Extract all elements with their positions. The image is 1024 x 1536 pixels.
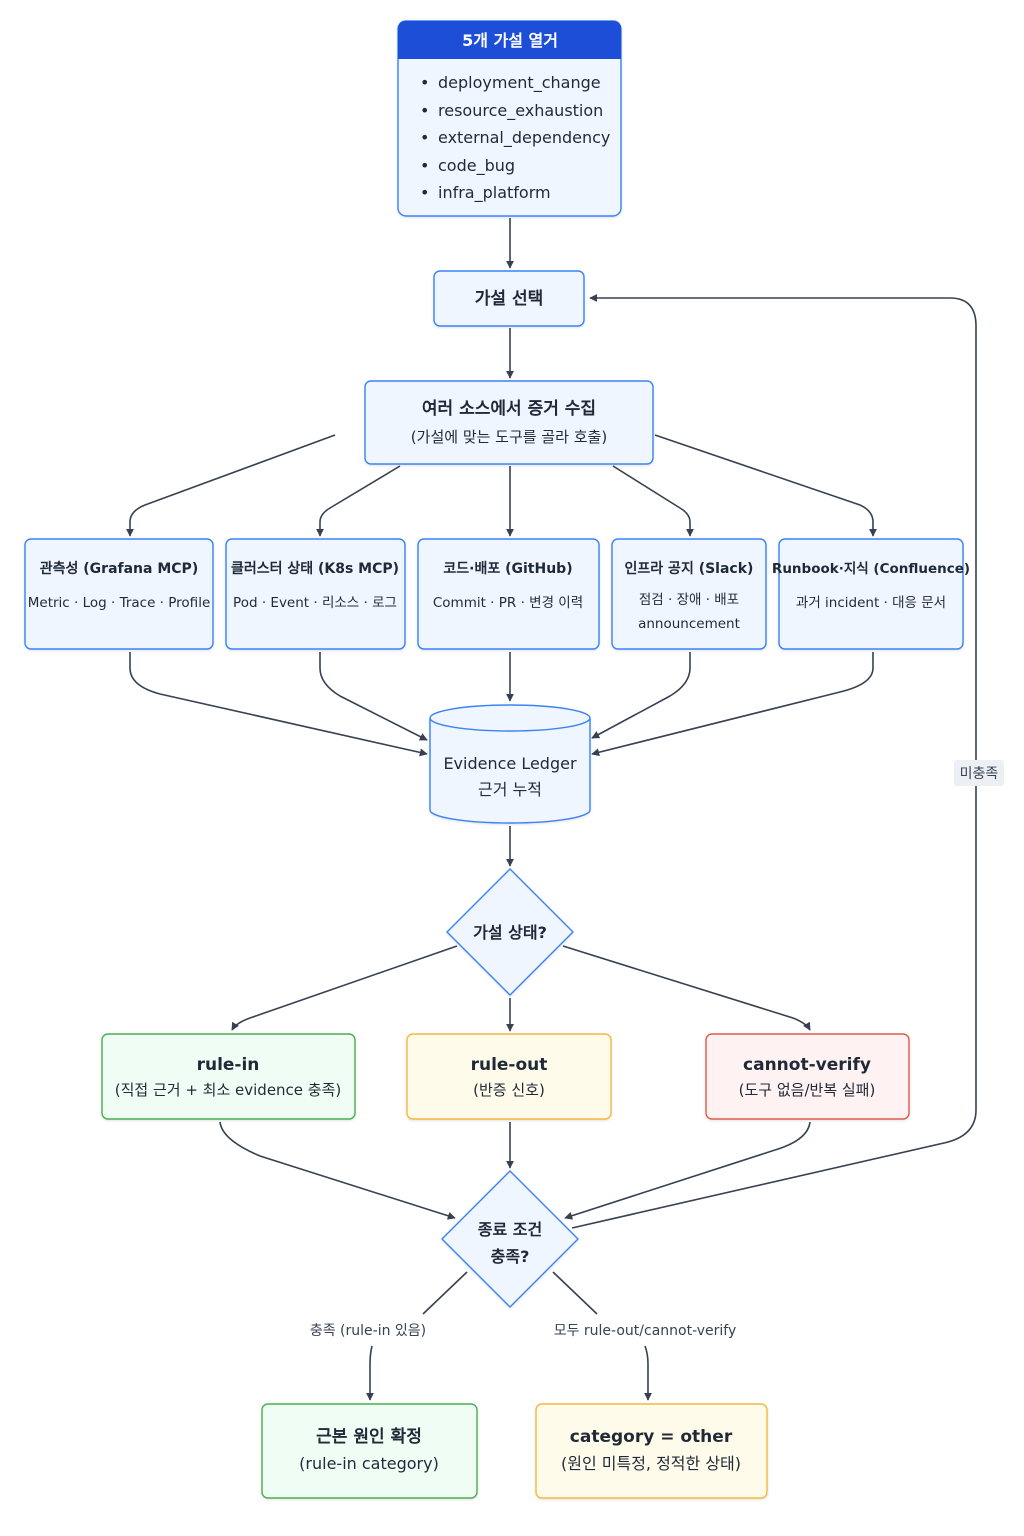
final-category-other: category = other (원인 미특정, 정적한 상태)	[535, 1403, 768, 1499]
final-box	[535, 1403, 768, 1499]
loop-label-group: 미충족	[954, 760, 1004, 786]
select-node: 가설 선택	[433, 270, 585, 327]
edges	[126, 218, 977, 1401]
select-box	[433, 270, 585, 327]
outcome-cannot-verify: cannot-verify (도구 없음/반복 실패)	[705, 1033, 910, 1120]
source-box	[225, 538, 406, 650]
status-decision-node: 가설 상태?	[446, 868, 574, 996]
collect-node: 여러 소스에서 증거 수집 (가설에 맞는 도구를 골라 호출)	[364, 380, 654, 465]
collect-title: 여러 소스에서 증거 수집	[422, 399, 596, 419]
end-label-line2: 충족?	[491, 1247, 530, 1266]
outcome-subtitle: (직접 근거 + 최소 evidence 충족)	[115, 1081, 342, 1099]
outcome-subtitle: (반증 신호)	[473, 1081, 545, 1099]
hypothesis-bullet: •	[420, 128, 429, 147]
edge-loop-back-to-select	[571, 294, 977, 1229]
final-subtitle: (원인 미특정, 정적한 상태)	[561, 1454, 741, 1473]
source-cluster: 클러스터 상태 (K8s MCP) Pod · Event · 리소스 · 로그	[225, 538, 406, 650]
source-box	[611, 538, 767, 650]
hypotheses-node: 5개 가설 열거 • deployment_change • resource_…	[397, 20, 622, 217]
source-detail: 과거 incident · 대응 문서	[796, 595, 946, 611]
edge-source-1-to-ledger	[129, 652, 428, 757]
edge-satisfied-label-to-root-cause	[366, 1345, 374, 1401]
outcome-box	[406, 1033, 612, 1120]
final-title: category = other	[570, 1427, 733, 1447]
source-title: 코드·배포 (GitHub)	[443, 561, 572, 577]
source-detail: Metric · Log · Trace · Profile	[28, 595, 211, 611]
source-box	[778, 538, 964, 650]
outcome-box	[705, 1033, 910, 1120]
edge-source-2-to-ledger	[319, 652, 428, 741]
source-confluence: Runbook·지식 (Confluence) 과거 incident · 대응…	[772, 538, 970, 650]
collect-box	[364, 380, 654, 465]
status-diamond	[446, 868, 574, 996]
source-detail: Pod · Event · 리소스 · 로그	[233, 595, 397, 611]
final-title: 근본 원인 확정	[316, 1427, 422, 1447]
outcome-title: rule-out	[471, 1055, 548, 1075]
sources-row: 관측성 (Grafana MCP) Metric · Log · Trace ·…	[24, 538, 970, 650]
loop-label-bg	[954, 760, 1004, 786]
edge-status-to-rule-in	[231, 945, 458, 1031]
ledger-cylinder-body	[429, 718, 591, 824]
hypothesis-item: resource_exhaustion	[438, 101, 603, 121]
collect-subtitle: (가설에 맞는 도구를 골라 호출)	[411, 428, 607, 446]
source-detail: announcement	[638, 616, 740, 632]
edge-end-to-negative-label	[552, 1271, 598, 1315]
edge-source-5-to-ledger	[591, 652, 874, 757]
edge-negative-label-to-other	[644, 1345, 652, 1401]
hypothesis-bullet: •	[420, 73, 429, 92]
source-box	[417, 538, 600, 650]
status-label: 가설 상태?	[473, 923, 547, 942]
source-box	[24, 538, 214, 650]
hypotheses-list: • deployment_change • resource_exhaustio…	[420, 73, 610, 203]
source-slack: 인프라 공지 (Slack) 점검 · 장애 · 배포 announcement	[611, 538, 767, 650]
hypothesis-item: deployment_change	[438, 73, 601, 93]
end-diamond	[441, 1170, 579, 1308]
final-box	[261, 1403, 478, 1499]
source-title: 클러스터 상태 (K8s MCP)	[231, 561, 399, 577]
source-title: 관측성 (Grafana MCP)	[40, 560, 198, 577]
edge-end-to-satisfied-label	[422, 1271, 468, 1315]
select-label: 가설 선택	[475, 289, 543, 309]
source-github: 코드·배포 (GitHub) Commit · PR · 변경 이력	[417, 538, 600, 650]
end-label-line1: 종료 조건	[478, 1220, 542, 1239]
source-title: Runbook·지식 (Confluence)	[772, 561, 970, 577]
evidence-ledger-node: Evidence Ledger 근거 누적	[429, 704, 591, 824]
edge-collect-to-source-2	[316, 465, 401, 537]
hypothesis-item: code_bug	[438, 156, 515, 176]
hypothesis-item: external_dependency	[438, 128, 610, 148]
hypothesis-bullet: •	[420, 101, 429, 120]
edge-collect-to-source-1	[126, 434, 336, 537]
edge-rule-in-to-end	[219, 1121, 456, 1220]
final-subtitle: (rule-in category)	[299, 1454, 439, 1473]
hypotheses-header: 5개 가설 열거	[462, 31, 558, 50]
source-title: 인프라 공지 (Slack)	[625, 560, 754, 577]
source-detail: Commit · PR · 변경 이력	[433, 595, 583, 611]
end-decision-node: 종료 조건 충족?	[441, 1170, 579, 1308]
loop-label: 미충족	[960, 766, 999, 782]
ledger-title: Evidence Ledger	[443, 754, 577, 773]
source-observability: 관측성 (Grafana MCP) Metric · Log · Trace ·…	[24, 538, 214, 650]
edge-cannot-verify-to-end	[564, 1121, 811, 1220]
final-root-cause: 근본 원인 확정 (rule-in category)	[261, 1403, 478, 1499]
outcome-rule-in: rule-in (직접 근거 + 최소 evidence 충족)	[101, 1033, 356, 1120]
edge-source-4-to-ledger	[591, 652, 691, 739]
ledger-cylinder-top	[429, 704, 591, 732]
outcome-subtitle: (도구 없음/반복 실패)	[739, 1081, 876, 1099]
outcome-box	[101, 1033, 356, 1120]
hypothesis-bullet: •	[420, 156, 429, 175]
edge-status-to-cannot-verify	[562, 945, 811, 1031]
ledger-subtitle: 근거 누적	[478, 780, 542, 799]
hypotheses-header-bg	[398, 21, 621, 59]
source-detail: 점검 · 장애 · 배포	[639, 592, 739, 608]
edge-label-satisfied: 충족 (rule-in 있음)	[310, 1323, 426, 1339]
outcome-title: rule-in	[197, 1055, 260, 1075]
hypothesis-item: infra_platform	[438, 183, 551, 203]
edge-collect-to-source-5	[654, 434, 877, 537]
edge-label-all-negative: 모두 rule-out/cannot-verify	[554, 1323, 737, 1339]
outcome-title: cannot-verify	[743, 1055, 871, 1075]
outcome-rule-out: rule-out (반증 신호)	[406, 1033, 612, 1120]
hypothesis-bullet: •	[420, 183, 429, 202]
edge-collect-to-source-4	[612, 465, 694, 537]
